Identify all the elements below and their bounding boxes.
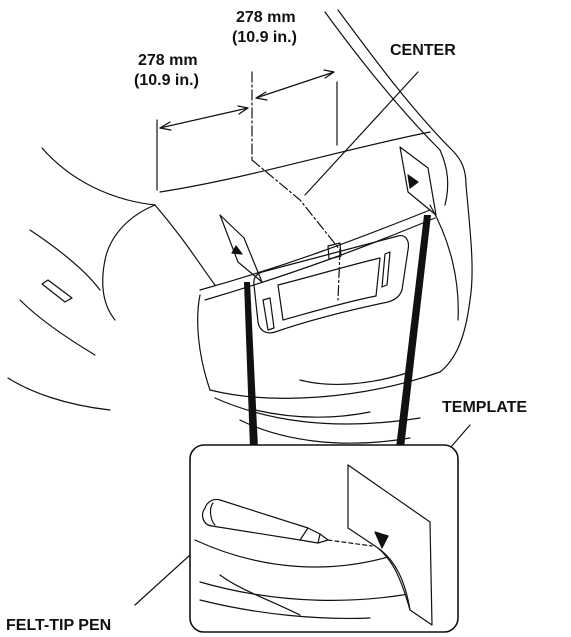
dim-left-value: 278 mm [138,52,198,69]
felt-tip-pen-label: FELT-TIP PEN [6,617,111,634]
center-leader [304,71,419,196]
callout-beams [244,215,431,448]
labels: 278 mm (10.9 in.) 278 mm (10.9 in.) CENT… [6,9,527,634]
detail-inset [189,444,459,633]
template-right [399,146,437,216]
template-label: TEMPLATE [442,399,527,416]
dim-right-value: 278 mm [236,9,296,26]
dim-left-inch: (10.9 in.) [134,72,199,89]
dimension-lines [156,69,341,301]
felt-tip-pen-icon [202,498,373,547]
car-rear-body [7,9,473,444]
template-left [219,214,263,283]
dim-right-inch: (10.9 in.) [232,29,297,46]
center-label: CENTER [390,42,456,59]
